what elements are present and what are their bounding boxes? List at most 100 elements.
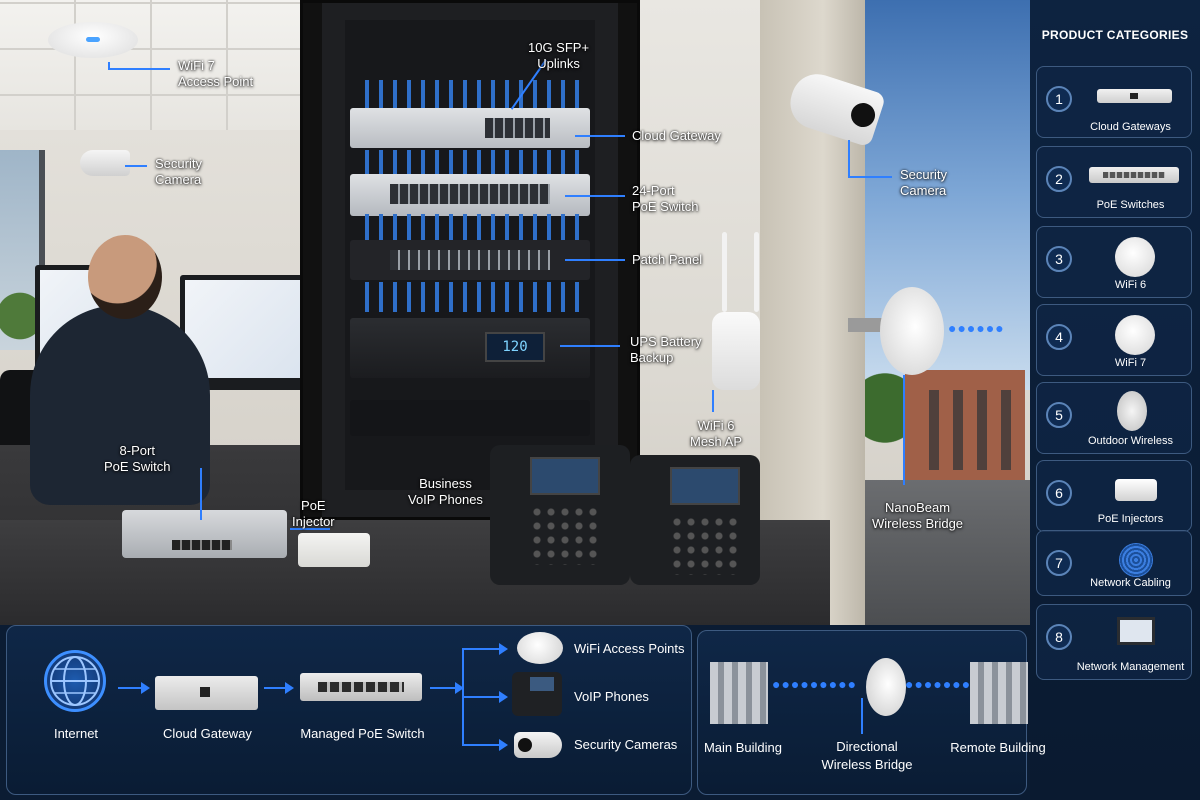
bridge-label-link: Directional Wireless Bridge <box>821 739 913 772</box>
ups-display: 120 <box>485 332 545 362</box>
voip-phone-1 <box>490 445 630 585</box>
phone-icon <box>512 672 562 716</box>
callout-poe-switch-24: 24-Port PoE Switch <box>632 183 699 214</box>
parking-lot <box>860 480 1030 625</box>
callout-security-camera-indoor: Security Camera <box>155 156 202 187</box>
category-number: 7 <box>1046 550 1072 576</box>
access-point-icon <box>1087 235 1182 277</box>
flow-label-switch: Managed PoE Switch <box>300 726 425 741</box>
callout-patch-panel: Patch Panel <box>632 252 703 267</box>
switch-device-icon <box>300 673 422 701</box>
flow-arrow <box>462 739 508 751</box>
category-number: 8 <box>1046 624 1072 650</box>
flow-label-internet: Internet <box>53 726 99 741</box>
globe-icon <box>44 650 106 712</box>
category-label: PoE Switches <box>1096 199 1165 211</box>
network-flow-panel <box>6 625 692 795</box>
beam-signal-dots: ●●●●●● <box>948 320 1005 336</box>
flow-arrow <box>462 691 508 703</box>
ceiling <box>0 0 300 140</box>
bridge-label-main: Main Building <box>703 740 783 755</box>
voip-phone-2 <box>630 455 760 585</box>
callout-voip-phones: Business VoIP Phones <box>408 476 483 507</box>
category-label: Outdoor Wireless <box>1088 435 1173 447</box>
mesh-access-point <box>712 312 760 390</box>
category-label: WiFi 7 <box>1114 357 1147 369</box>
category-cloud-gateways[interactable]: 1 Cloud Gateways <box>1036 66 1192 138</box>
remote-building-photo <box>905 370 1025 480</box>
category-poe-switches[interactable]: 2 PoE Switches <box>1036 146 1192 218</box>
rack-poe-switch <box>350 174 590 216</box>
category-number: 5 <box>1046 402 1072 428</box>
network-scene-photo: 120 ●●●●●● WiFi 7 Access Point Security … <box>0 0 1030 625</box>
nanobeam-dish <box>880 287 944 375</box>
callout-wifi7-ap: WiFi 7 Access Point <box>178 58 254 89</box>
category-label: Network Cabling <box>1090 577 1171 589</box>
callout-uplinks: 10G SFP+ Uplinks <box>528 40 590 71</box>
rack-ups: 120 <box>350 318 590 378</box>
building-icon <box>970 662 1028 724</box>
injector-icon <box>1087 469 1182 507</box>
cable-spool-icon <box>1087 539 1182 577</box>
flow-label-gateway: Cloud Gateway <box>163 726 252 741</box>
callout-mesh-ap: WiFi 6 Mesh AP <box>690 418 743 449</box>
desk-poe-injector <box>298 533 370 567</box>
camera-icon <box>514 732 562 758</box>
access-point-icon <box>517 632 563 664</box>
trees <box>860 360 910 480</box>
rack-blank-panel <box>350 400 590 436</box>
switch-cables <box>360 214 580 244</box>
rack-cloud-gateway <box>350 108 590 148</box>
flow-arrow <box>118 682 150 694</box>
category-wifi6[interactable]: 3 WiFi 6 <box>1036 226 1192 298</box>
indoor-camera <box>80 150 130 176</box>
bridge-label-remote: Remote Building <box>950 740 1046 755</box>
mesh-antenna-left <box>722 232 727 312</box>
callout-nanobeam: NanoBeam Wireless Bridge <box>872 500 964 531</box>
mesh-antenna-right <box>754 232 759 312</box>
building-icon <box>710 662 768 724</box>
uplink-cables <box>360 80 580 110</box>
gateway-device-icon <box>155 676 258 710</box>
category-number: 6 <box>1046 480 1072 506</box>
callout-poe-injector: PoE Injector <box>292 498 335 529</box>
dish-mount <box>848 318 888 332</box>
category-label: WiFi 6 <box>1114 279 1147 291</box>
monitor-icon <box>1087 613 1182 651</box>
dish-antenna-icon <box>1087 391 1182 431</box>
callout-ups: UPS Battery Backup <box>630 334 702 365</box>
callout-poe-switch-8: 8-Port PoE Switch <box>104 443 171 474</box>
access-point-icon <box>1087 313 1182 355</box>
flow-label-security-cameras: Security Cameras <box>574 737 678 752</box>
category-label: PoE Injectors <box>1097 513 1164 525</box>
office-plant <box>0 280 40 370</box>
bridge-pointer-line <box>861 698 863 734</box>
category-network-cabling[interactable]: 7 Network Cabling <box>1036 530 1192 596</box>
flow-arrow <box>264 682 294 694</box>
category-poe-injectors[interactable]: 6 PoE Injectors <box>1036 460 1192 532</box>
category-label: Cloud Gateways <box>1090 121 1171 133</box>
patch-cables <box>360 282 580 312</box>
desk-poe-switch <box>122 510 287 558</box>
bridge-signal-dots: ●●●●●●● <box>905 676 972 692</box>
bridge-signal-dots: ●●●●●●●●● <box>772 676 858 692</box>
dish-antenna-icon <box>866 658 906 716</box>
category-number: 3 <box>1046 246 1072 272</box>
sidebar-title: PRODUCT CATEGORIES <box>1041 28 1189 42</box>
category-network-management[interactable]: 8 Network Management <box>1036 604 1192 680</box>
switch-icon <box>1087 155 1182 193</box>
flow-connector <box>430 682 464 694</box>
callout-cloud-gateway: Cloud Gateway <box>632 128 721 143</box>
rack-patch-panel <box>350 240 590 280</box>
flow-label-voip-phones: VoIP Phones <box>574 689 649 704</box>
gateway-icon <box>1087 75 1182 113</box>
category-wifi7[interactable]: 4 WiFi 7 <box>1036 304 1192 376</box>
technician-head <box>88 235 162 319</box>
technician <box>30 305 210 505</box>
category-number: 1 <box>1046 86 1072 112</box>
flow-arrow <box>462 643 508 655</box>
category-number: 2 <box>1046 166 1072 192</box>
category-outdoor-wireless[interactable]: 5 Outdoor Wireless <box>1036 382 1192 454</box>
category-number: 4 <box>1046 324 1072 350</box>
ceiling-access-point <box>48 22 138 58</box>
